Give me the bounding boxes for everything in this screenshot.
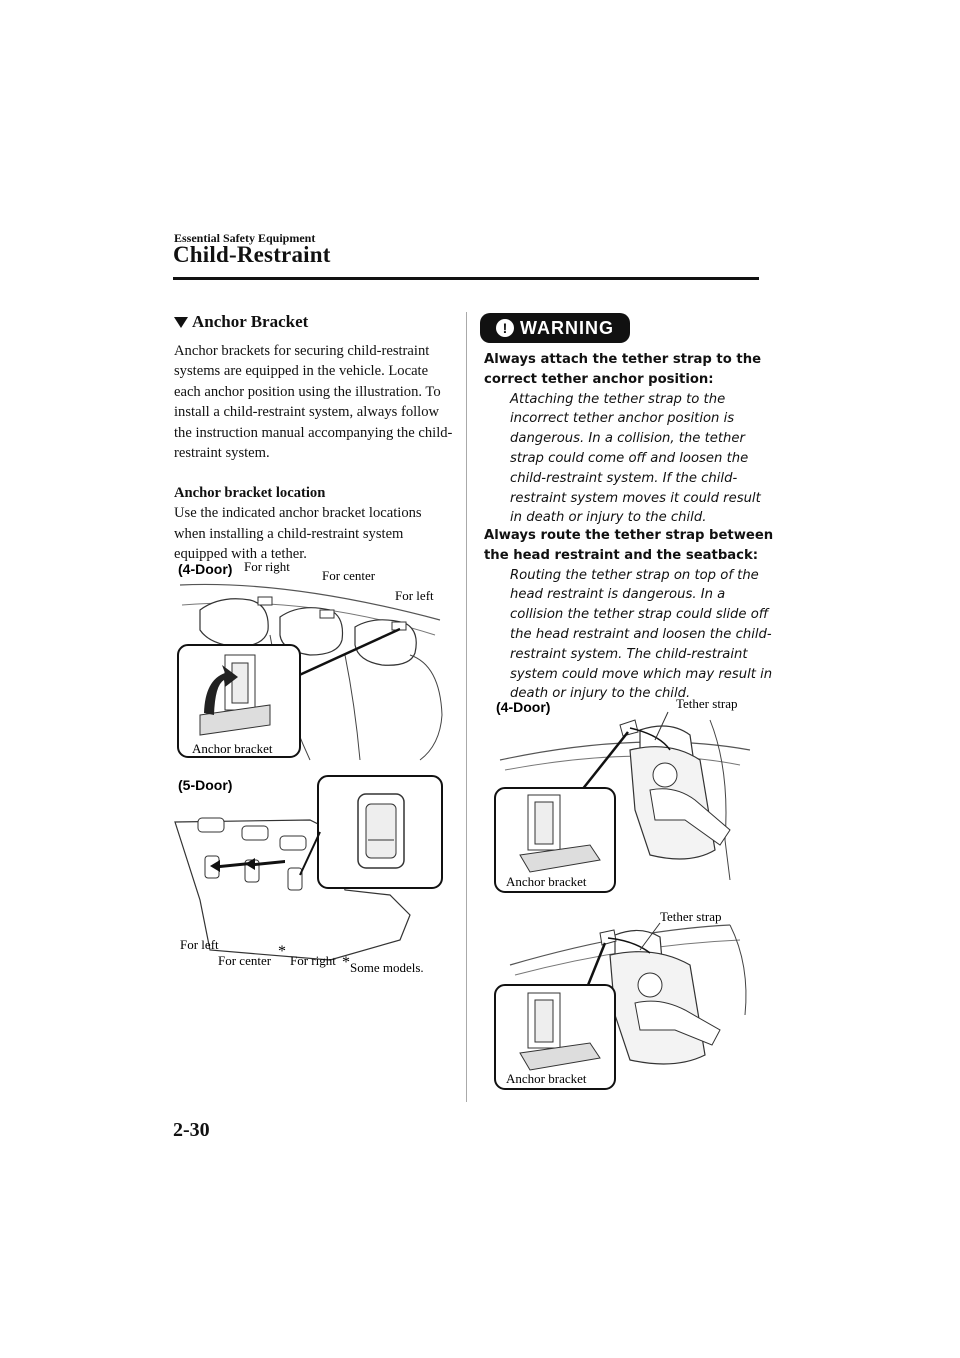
- fig1-label-anchor-bracket: Anchor bracket: [192, 741, 273, 756]
- fig2-variant-label: (5-Door): [178, 777, 232, 793]
- section-label: Essential Safety Equipment: [174, 231, 316, 245]
- fig1-label-for-center: For center: [322, 568, 376, 583]
- fig3-label-tether-strap: Tether strap: [676, 696, 738, 711]
- fig1-label-for-left: For left: [395, 588, 434, 603]
- column-divider: [466, 312, 467, 1102]
- figure-tether-4door: (4-Door) Tether strap Anchor bracket: [494, 696, 751, 893]
- triangle-bullet-icon: [174, 316, 188, 328]
- fig1-label-for-right: For right: [244, 559, 290, 574]
- figure-tether-5door: Tether strap Anchor bracket: [494, 909, 747, 1090]
- fig2-asterisk: *: [278, 943, 286, 960]
- warning-item-1: Always attach the tether strap to the co…: [484, 350, 774, 528]
- fig2-label-for-center: For center: [218, 953, 272, 968]
- fig3-label-anchor-bracket: Anchor bracket: [506, 874, 587, 889]
- fig2-label-for-right: For right: [290, 953, 336, 968]
- title-rule: [173, 277, 759, 280]
- location-paragraph: Anchor bracket location Use the indicate…: [174, 483, 454, 565]
- warning-badge: ! WARNING: [480, 313, 630, 343]
- warning-1-heading: Always attach the tether strap to the co…: [484, 352, 762, 387]
- warning-badge-text: WARNING: [520, 317, 614, 338]
- warning-1-body: Attaching the tether strap to the incorr…: [510, 391, 761, 526]
- fig2-label-some-models: Some models.: [350, 960, 424, 975]
- fig2-asterisk-some-models: *: [342, 954, 350, 971]
- anchor-bracket-heading: Anchor Bracket: [174, 312, 308, 332]
- anchor-bracket-heading-text: Anchor Bracket: [192, 312, 309, 331]
- fig4-label-tether-strap: Tether strap: [660, 909, 722, 924]
- page-number: 2-30: [173, 1119, 210, 1141]
- warning-2-heading: Always route the tether strap between th…: [484, 528, 774, 563]
- warning-2-body: Routing the tether strap on top of the h…: [510, 567, 773, 702]
- fig4-label-anchor-bracket: Anchor bracket: [506, 1071, 587, 1086]
- exclamation-icon: !: [496, 319, 514, 337]
- figure-5door-anchor: (5-Door) For left For center * For right…: [174, 775, 443, 975]
- chapter-title: Child-Restraint: [173, 242, 331, 267]
- location-text: Use the indicated anchor bracket locatio…: [174, 505, 422, 563]
- location-heading: Anchor bracket location: [174, 485, 326, 501]
- warning-item-2: Always route the tether strap between th…: [484, 526, 774, 704]
- fig1-variant-label: (4-Door): [178, 561, 232, 577]
- intro-paragraph: Anchor brackets for securing child-restr…: [174, 343, 453, 462]
- figure-4door-anchor: For right For center For left (4-Door) A…: [177, 559, 443, 761]
- fig3-variant-label: (4-Door): [496, 699, 550, 715]
- fig2-label-for-left: For left: [180, 937, 219, 952]
